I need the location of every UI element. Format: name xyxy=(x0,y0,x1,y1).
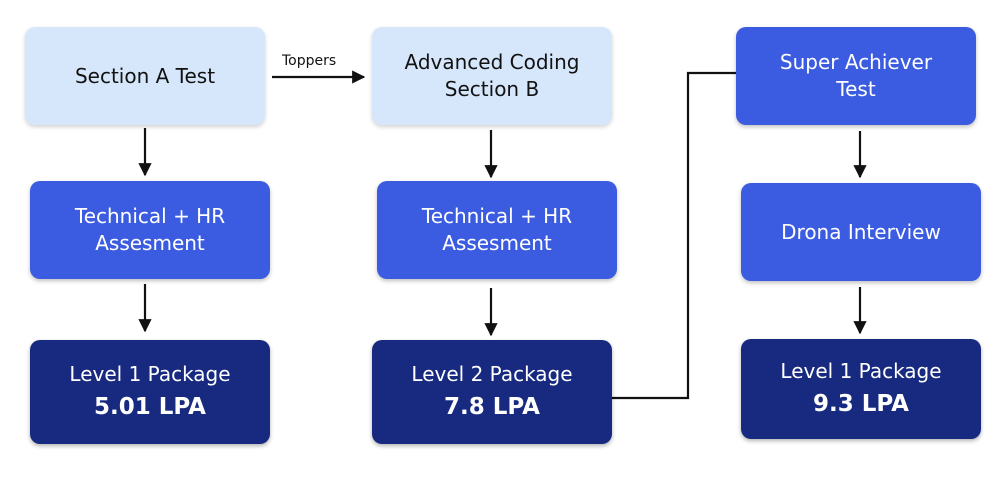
col1-technical-hr-box: Technical + HR Assesment xyxy=(30,181,270,279)
connector-level2-to-super-achiever xyxy=(612,71,737,400)
super-achiever-line-2: Test xyxy=(836,77,876,101)
col2-package-label: Level 2 Package xyxy=(411,361,573,386)
advanced-coding-line-1: Advanced Coding xyxy=(404,50,580,74)
col3-package-value: 9.3 LPA xyxy=(813,390,909,417)
section-a-test-box: Section A Test xyxy=(25,27,265,125)
edge-label-toppers: Toppers xyxy=(282,53,337,69)
advanced-coding-section-b-box: Advanced Coding Section B xyxy=(372,27,612,125)
col3-package-label: Level 1 Package xyxy=(780,358,942,383)
col2-technical-hr-line-1: Technical + HR xyxy=(421,204,573,228)
col1-technical-hr-line-2: Assesment xyxy=(95,231,205,255)
col2-package-value: 7.8 LPA xyxy=(444,393,540,420)
super-achiever-test-box: Super Achiever Test xyxy=(736,27,976,125)
level1-package-5-01-box: Level 1 Package 5.01 LPA xyxy=(30,340,270,444)
col1-technical-hr-line-1: Technical + HR xyxy=(74,204,226,228)
super-achiever-line-1: Super Achiever xyxy=(779,50,933,74)
col2-technical-hr-box: Technical + HR Assesment xyxy=(377,181,617,279)
level1-package-9-3-box: Level 1 Package 9.3 LPA xyxy=(741,339,981,439)
level2-package-7-8-box: Level 2 Package 7.8 LPA xyxy=(372,340,612,444)
col1-package-label: Level 1 Package xyxy=(69,361,231,386)
col1-package-value: 5.01 LPA xyxy=(94,393,206,420)
section-a-test-line-1: Section A Test xyxy=(74,63,216,88)
drona-interview-box: Drona Interview xyxy=(741,183,981,281)
col2-technical-hr-line-2: Assesment xyxy=(442,231,552,255)
drona-interview-line-1: Drona Interview xyxy=(781,219,941,244)
advanced-coding-line-2: Section B xyxy=(444,77,540,101)
